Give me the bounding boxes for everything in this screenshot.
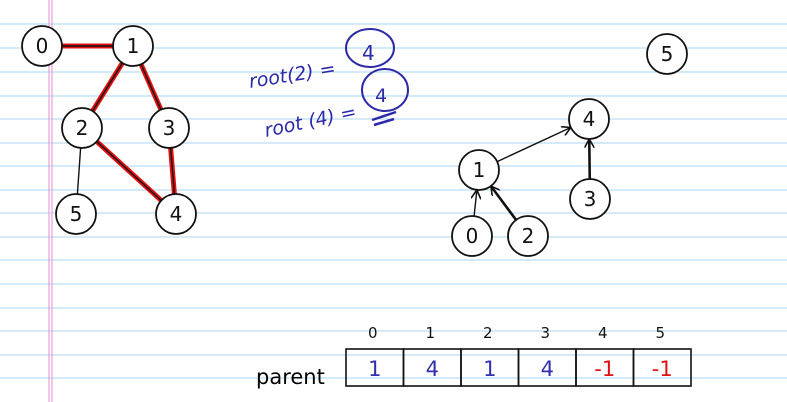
graph-edge-2-4 [81,127,177,215]
index-label-0: 0 [368,324,378,342]
parent-value-1: 4 [426,357,439,381]
graph-node-5 [55,193,97,235]
graph-node-2 [61,107,103,149]
forest-node-label-5: 5 [661,42,674,66]
forest-arrow-2-1 [492,187,518,221]
forest-arrow-1-4 [496,128,570,163]
answer-underline [371,110,397,127]
forest-arrow-0-1 [474,191,477,217]
parent-value-2: 1 [483,357,496,381]
forest-node-3 [569,178,611,220]
parent-cell-5 [632,348,692,387]
index-label-4: 4 [598,324,608,342]
root-note-2-answer: 4 [375,85,387,107]
answer-circle-1 [345,28,395,68]
graph-node-4 [155,193,197,235]
graph-node-label-2: 2 [76,116,89,140]
parent-value-0: 1 [368,357,381,381]
graph-node-label-0: 0 [36,34,49,58]
parent-value-5: -1 [652,357,673,381]
graph-node-label-4: 4 [170,202,183,226]
graph-node-1 [112,25,154,67]
forest-node-2 [507,215,549,257]
forest-node-label-1: 1 [473,158,486,182]
parent-value-4: -1 [594,357,615,381]
root-note-1-answer: 4 [362,41,375,65]
forest-node-label-0: 0 [466,224,479,248]
parent-array: parent 0 1 1 4 2 1 3 4 4 -1 5 -1 [256,324,692,389]
forest-node-label-4: 4 [583,107,596,131]
graph-node-3 [148,107,190,149]
graph-node-label-5: 5 [70,202,83,226]
answer-circle-2 [361,68,409,112]
graph-node-label-3: 3 [163,116,176,140]
graph-node-label-1: 1 [127,34,140,58]
index-label-2: 2 [483,324,493,342]
index-label-1: 1 [425,324,435,342]
forest-node-5 [646,33,688,75]
root-notes: root(2) = 4 root (4) = 4 [247,28,409,142]
forest-node-label-3: 3 [584,187,597,211]
index-label-3: 3 [540,324,550,342]
forest-node-4 [568,98,610,140]
union-find-forest: 0 1 2 3 4 5 [451,33,688,257]
forest-node-label-2: 2 [522,224,535,248]
root-note-2: root (4) = [262,101,358,142]
parent-value-3: 4 [541,357,554,381]
graph-node-0 [21,25,63,67]
forest-node-1 [458,149,500,191]
parent-label: parent [256,365,325,389]
root-note-1: root(2) = [247,58,337,93]
forest-node-0 [451,215,493,257]
undirected-graph: 0 1 2 3 4 5 [21,25,197,235]
index-label-5: 5 [655,324,665,342]
